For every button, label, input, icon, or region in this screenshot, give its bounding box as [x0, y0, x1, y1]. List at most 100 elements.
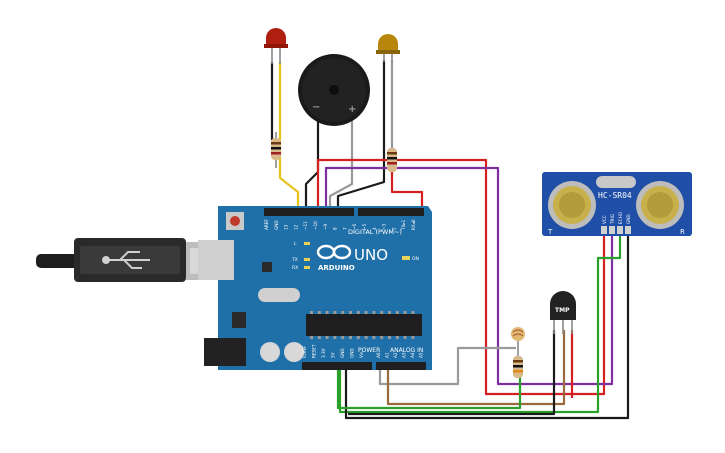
wire-buzzer-plus[interactable] [328, 118, 354, 212]
chip-pin [364, 311, 368, 314]
sensor-pins[interactable] [601, 226, 631, 234]
wire-brown-a1[interactable] [386, 330, 566, 406]
digital-header-right[interactable] [358, 208, 424, 216]
power-header[interactable] [302, 362, 372, 370]
tmp-label: TMP [555, 307, 570, 314]
led-l [304, 242, 310, 245]
analog-pin-label: A5 [419, 352, 424, 358]
buzzer-plus-label: + [348, 104, 356, 115]
digital-pin-label: GND [274, 220, 279, 230]
wire-buzzer-minus[interactable] [304, 118, 320, 212]
sensor-pin-label: TRIG [610, 214, 615, 225]
wire-yellow-resistor-to-pin[interactable] [390, 172, 424, 212]
chip-pin [317, 311, 321, 314]
analog-header-label: ANALOG IN [390, 347, 423, 354]
wire-yellow-led-gnd[interactable] [336, 60, 386, 212]
yellow-led-rim [376, 50, 400, 54]
sensor-pin-label: GND [626, 214, 631, 224]
usb-icon [102, 251, 150, 269]
chip-pin [333, 311, 337, 314]
red-led-rim [264, 44, 288, 48]
red-led-dome [266, 28, 286, 46]
digital-pin-label: ~5 [362, 223, 367, 230]
sensor-pin-label: VCC [602, 215, 607, 224]
chip-pin [395, 336, 399, 339]
chip-pin [372, 336, 376, 339]
dc-power-jack [204, 338, 246, 366]
chip-pin [403, 336, 407, 339]
wires [270, 60, 630, 420]
sensor-crystal [596, 176, 636, 188]
digital-pin-label: ~3 [382, 223, 387, 230]
chip-pin [317, 336, 321, 339]
sensor-r-mark: R [680, 228, 685, 236]
usb-cable-strain-relief [36, 254, 84, 268]
wire-black-tmp[interactable] [348, 330, 556, 416]
analog-pin-label: A0 [376, 352, 381, 358]
wire-purple-trig[interactable] [324, 166, 614, 386]
chip-pin [325, 336, 329, 339]
wire-green-echo[interactable] [338, 232, 622, 414]
chip-pin [349, 336, 352, 339]
piezo-buzzer[interactable]: − + [298, 54, 370, 126]
chip-pin [403, 311, 407, 314]
digital-pin-label: 7 [342, 227, 347, 230]
chip-pin [395, 311, 399, 314]
led-on [402, 256, 410, 260]
capacitor-2 [284, 342, 304, 362]
led-tx-label: TX [291, 257, 298, 263]
power-pin-label: RESET [312, 344, 317, 358]
chip-pin [325, 311, 329, 314]
digital-pin-label: ~10 [313, 221, 318, 230]
digital-pin-label: ~6 [352, 223, 357, 230]
digital-pin-label: 4 [372, 227, 377, 230]
wire-red-led-anode[interactable] [278, 62, 300, 212]
board-model: UNO [354, 246, 388, 264]
chip-pin [411, 336, 415, 339]
wire-grey-a0[interactable] [378, 346, 516, 386]
chip-pin [380, 336, 384, 339]
digital-pin-label: 2 [391, 227, 396, 230]
tmp-body [550, 291, 576, 320]
digital-pin-label: 13 [284, 224, 289, 230]
yellow-led-dome [378, 34, 398, 52]
chip-pin [310, 336, 313, 339]
digital-pin-label: 12 [293, 224, 298, 230]
resistor-red-led[interactable] [271, 132, 281, 168]
red-led[interactable] [264, 28, 288, 64]
tmp-sensor[interactable]: TMP [550, 291, 576, 334]
chip-pin [364, 336, 368, 339]
analog-pin-label: A4 [410, 352, 415, 358]
wire-green-ldr[interactable] [336, 368, 522, 410]
chip-pin [349, 311, 352, 314]
analog-pin-label: A1 [385, 352, 390, 358]
digital-header-label: DIGITAL (PWM~) [348, 228, 402, 236]
arduino-logo-icon [316, 244, 352, 260]
sensor-model-label: HC-SR04 [598, 191, 632, 200]
yellow-led[interactable] [376, 34, 400, 62]
board-brand: ARDUINO [318, 264, 355, 272]
digital-header-left[interactable] [264, 208, 354, 216]
chip-pin [310, 311, 313, 314]
usb-cable[interactable] [36, 238, 222, 282]
digital-pin-label: 8 [333, 227, 338, 230]
resistor-ldr[interactable] [513, 356, 523, 378]
wire-black-gnd-sensor[interactable] [344, 232, 630, 420]
capacitor-1 [260, 342, 280, 362]
analog-header[interactable] [376, 362, 426, 370]
power-pin-label: 3.3V [321, 348, 326, 358]
sensor-transducer-left [548, 181, 596, 229]
wire-red-loop[interactable] [316, 158, 606, 396]
reset-button-cap[interactable] [230, 216, 240, 226]
resistor-yellow-led[interactable] [387, 148, 397, 172]
board-usb-port [198, 240, 234, 280]
analog-pin-label: A3 [402, 352, 407, 358]
arduino-board[interactable]: DIGITAL (PWM~) POWER ANALOG IN ARDUINO U… [198, 206, 432, 370]
digital-pin-label: ~11 [303, 221, 308, 230]
digital-pin-label: TX▸1 [401, 219, 406, 231]
photoresistor[interactable] [511, 327, 525, 356]
